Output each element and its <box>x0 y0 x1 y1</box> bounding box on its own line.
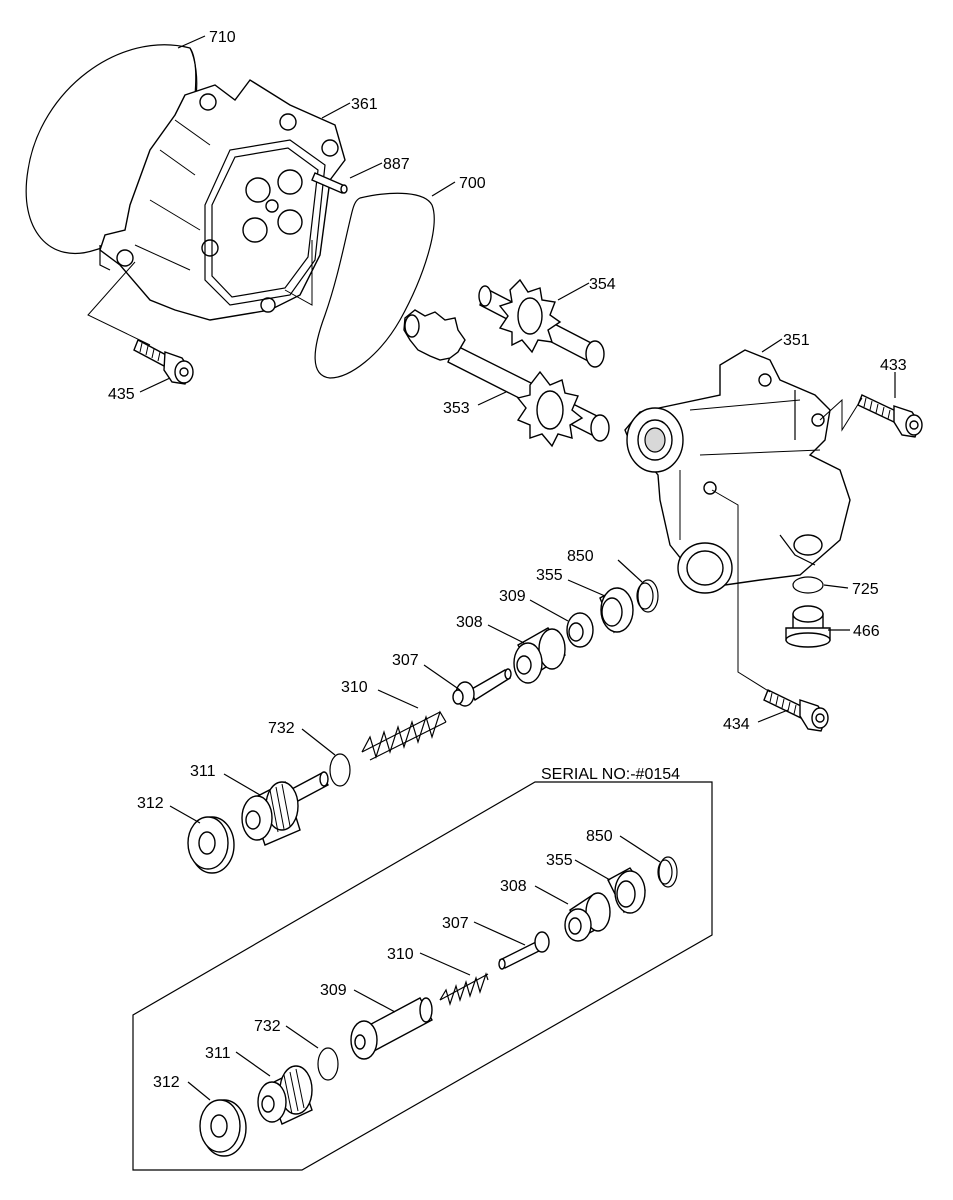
label-311-upper: 311 <box>190 763 216 780</box>
part-number-labels: 710 361 887 700 354 435 353 351 433 850 … <box>108 29 907 1091</box>
part-850-snap-ring-upper <box>636 579 659 613</box>
label-435: 435 <box>108 386 135 403</box>
label-700: 700 <box>459 175 486 192</box>
part-355-bearing-lower <box>607 867 646 914</box>
part-732-o-ring-upper <box>329 753 351 787</box>
label-850-lower: 850 <box>586 828 613 845</box>
part-308-sleeve-lower <box>564 892 611 942</box>
label-433: 433 <box>880 357 907 374</box>
part-307-poppet-lower <box>498 931 550 970</box>
part-354-gear-shaft <box>478 278 605 368</box>
label-309-lower: 309 <box>320 982 347 999</box>
label-308-upper: 308 <box>456 614 483 631</box>
part-361-cover <box>99 79 346 321</box>
part-355-bearing-upper <box>599 587 634 634</box>
part-312-washer-lower <box>199 1099 247 1157</box>
part-307-poppet-upper <box>452 668 512 707</box>
label-310-lower: 310 <box>387 946 414 963</box>
part-725-o-ring <box>792 576 824 594</box>
label-887: 887 <box>383 156 410 173</box>
part-353-gear-shaft <box>403 309 610 448</box>
label-307-upper: 307 <box>392 652 419 669</box>
part-310-spring-upper <box>361 710 447 761</box>
assembly-guide-lines <box>87 240 863 693</box>
part-308-sleeve-upper <box>513 627 566 684</box>
label-850-upper: 850 <box>567 548 594 565</box>
part-434-bolt <box>763 689 829 732</box>
leader-lines <box>139 35 896 1101</box>
serial-number-label: SERIAL NO:-#0154 <box>541 766 680 783</box>
serial-variant-frame: SERIAL NO:-#0154 <box>132 766 713 1171</box>
label-311-lower: 311 <box>205 1045 231 1062</box>
label-466: 466 <box>853 623 880 640</box>
part-887-pin <box>311 172 348 194</box>
label-355-lower: 355 <box>546 852 573 869</box>
label-725: 725 <box>852 581 879 598</box>
part-700-gasket <box>314 192 435 379</box>
part-850-snap-ring-lower <box>657 856 678 888</box>
part-433-bolt <box>857 394 923 438</box>
label-307-lower: 307 <box>442 915 469 932</box>
part-310-spring-lower <box>439 972 489 1007</box>
label-308-lower: 308 <box>500 878 527 895</box>
part-351-housing <box>624 349 851 594</box>
label-732-lower: 732 <box>254 1018 281 1035</box>
part-466-plug <box>785 605 831 648</box>
part-732-o-ring-lower <box>317 1047 339 1081</box>
part-309-ring-upper <box>566 612 594 648</box>
label-361: 361 <box>351 96 378 113</box>
label-355-upper: 355 <box>536 567 563 584</box>
label-710: 710 <box>209 29 236 46</box>
label-353: 353 <box>443 400 470 417</box>
label-434: 434 <box>723 716 750 733</box>
label-351: 351 <box>783 332 810 349</box>
label-354: 354 <box>589 276 616 293</box>
part-309-spool-lower <box>350 997 433 1060</box>
part-311-plug-upper <box>241 771 329 846</box>
label-309-upper: 309 <box>499 588 526 605</box>
part-435-bolt <box>133 339 194 385</box>
part-312-washer-upper <box>187 816 235 874</box>
label-312-lower: 312 <box>153 1074 180 1091</box>
label-732-upper: 732 <box>268 720 295 737</box>
part-311-plug-lower <box>257 1065 313 1125</box>
label-310-upper: 310 <box>341 679 368 696</box>
label-312-upper: 312 <box>137 795 164 812</box>
